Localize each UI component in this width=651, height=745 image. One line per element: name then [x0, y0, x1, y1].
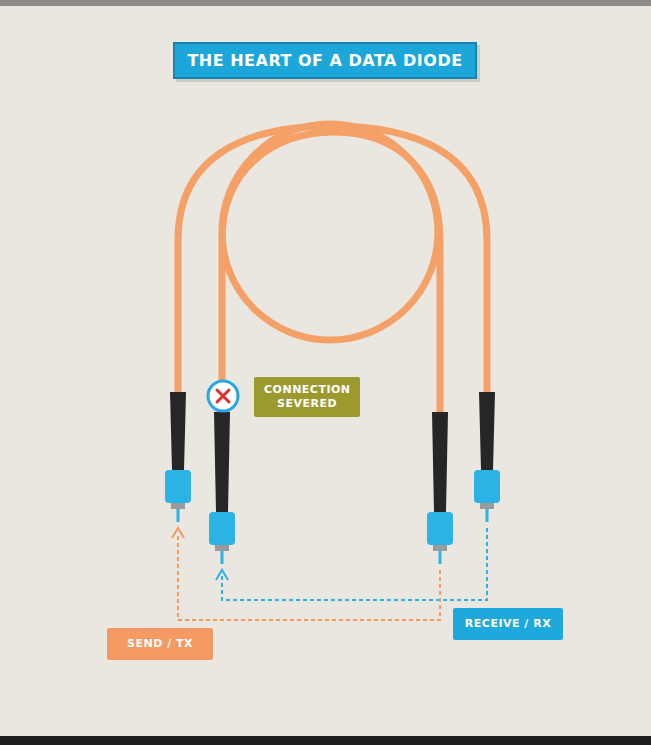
- tag-label: CONNECTION SEVERED: [264, 383, 350, 411]
- connector-nut: [474, 470, 500, 503]
- receive-arrowhead: [216, 570, 228, 580]
- connector-body: [432, 412, 448, 512]
- connector-pin: [221, 551, 224, 564]
- send-arrowhead: [172, 528, 184, 538]
- connector-nut: [427, 512, 453, 545]
- bottom-strip: [0, 736, 651, 745]
- connector-body: [479, 392, 495, 470]
- send-tag: SEND / TX: [107, 628, 213, 660]
- receive-tag: RECEIVE / RX: [453, 608, 563, 640]
- connector-ferrule: [215, 545, 229, 551]
- severed-x: [217, 390, 229, 402]
- connector-pin: [486, 509, 489, 522]
- connector-body: [214, 412, 230, 512]
- connector-ferrule: [171, 503, 185, 509]
- connector-nut: [209, 512, 235, 545]
- status-tag: CONNECTION SEVERED: [254, 377, 360, 417]
- fiber-cable: [222, 132, 440, 415]
- severed-mark: [208, 381, 238, 411]
- connector-pin: [439, 551, 442, 564]
- send-path: [178, 534, 440, 620]
- connector-pin: [177, 509, 180, 522]
- connector-ferrule: [433, 545, 447, 551]
- title-banner: THE HEART OF A DATA DIODE: [173, 42, 476, 79]
- tag-label: SEND / TX: [127, 637, 193, 651]
- top-strip: [0, 0, 651, 6]
- receive-path: [222, 528, 487, 600]
- connector-body: [170, 392, 186, 470]
- connector-nut: [165, 470, 191, 503]
- connector-ferrule: [480, 503, 494, 509]
- tag-label: RECEIVE / RX: [465, 617, 551, 631]
